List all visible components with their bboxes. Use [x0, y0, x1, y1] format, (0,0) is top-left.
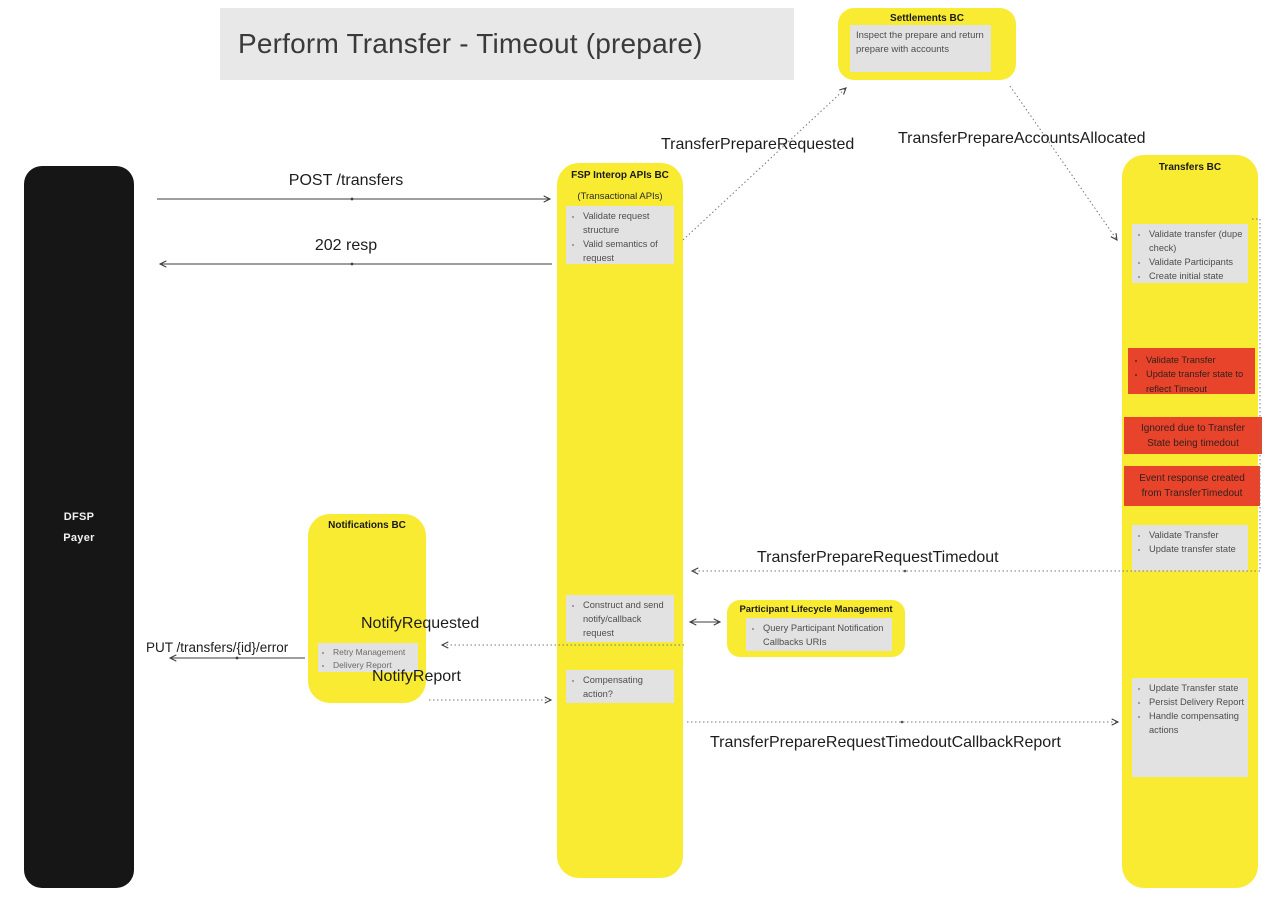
- note-item: Create initial state: [1149, 270, 1245, 284]
- settlements-bc: Settlements BC Inspect the prepare and r…: [838, 8, 1016, 80]
- msg-transfer-prepare-requested: TransferPrepareRequested: [661, 136, 855, 153]
- note-item: Query Participant Notification Callbacks…: [763, 622, 889, 650]
- actor-dfsp-payer: DFSP Payer: [24, 166, 134, 888]
- msg-notify-report: NotifyReport: [372, 668, 461, 685]
- callback-report-waypoint: [900, 720, 904, 724]
- note-item: Retry Management: [333, 646, 416, 659]
- diagram-title-box: Perform Transfer - Timeout (prepare): [220, 8, 794, 80]
- note-item: Handle compensating actions: [1149, 710, 1245, 738]
- transfer-prepare-accounts-allocated-arrow: [1009, 85, 1118, 241]
- msg-put-transfers-error: PUT /transfers/{id}/error: [146, 640, 289, 655]
- participant-lifecycle-title: Participant Lifecycle Management: [739, 604, 893, 615]
- note-item: Construct and send notify/callback reque…: [583, 599, 671, 641]
- diagram-title: Perform Transfer - Timeout (prepare): [238, 28, 703, 59]
- participant-lifecycle-bc: Participant Lifecycle Management Query P…: [727, 600, 905, 657]
- transfers-bc: Transfers BC Validate transfer (dupe che…: [1122, 155, 1262, 888]
- post-transfers-waypoint: [350, 197, 354, 201]
- notifications-note: Retry ManagementDelivery Report: [318, 643, 418, 672]
- transfers-event-note: Event response created from TransferTime…: [1124, 466, 1260, 506]
- note-item: Persist Delivery Report: [1149, 696, 1245, 710]
- fsp-validate-note: Validate request structureValid semantic…: [566, 206, 674, 264]
- note-item: Delivery Report: [333, 659, 416, 672]
- transfers-ignored-note: Ignored due to Transfer State being time…: [1124, 417, 1262, 454]
- fsp-compensating-note: Compensating action?: [566, 670, 674, 703]
- note-item: Validate request structure: [583, 210, 671, 238]
- dfsp-label: DFSP: [63, 511, 95, 523]
- msg-202-resp: 202 resp: [314, 237, 378, 254]
- note-item: Validate transfer (dupe check): [1149, 228, 1245, 256]
- put-error-waypoint: [235, 656, 239, 660]
- note-item: Compensating action?: [583, 674, 671, 702]
- timedout-waypoint: [903, 569, 907, 573]
- note-item: Update transfer state to reflect Timeout: [1146, 367, 1252, 396]
- msg-post-transfers: POST /transfers: [288, 172, 404, 189]
- transfers-timeout-note: Validate TransferUpdate transfer state t…: [1128, 348, 1255, 394]
- transfers-report-note: Update Transfer statePersist Delivery Re…: [1132, 678, 1248, 777]
- settlements-bc-title: Settlements BC: [890, 13, 964, 24]
- msg-transfer-prepare-accounts-allocated: TransferPrepareAccountsAllocated: [898, 130, 1146, 147]
- transfers-update-note: Validate TransferUpdate transfer state: [1132, 525, 1248, 571]
- note-item: Validate Transfer: [1149, 529, 1245, 543]
- note-item: Update transfer state: [1149, 543, 1245, 557]
- fsp-interop-apis-bc: FSP Interop APIs BC (Transactional APIs)…: [557, 163, 683, 878]
- notifications-bc-title: Notifications BC: [328, 520, 406, 531]
- notifications-bc: Notifications BC Retry ManagementDeliver…: [308, 514, 426, 703]
- transfer-prepare-requested-arrow: [682, 87, 847, 241]
- msg-transfer-prepare-request-timedout: TransferPrepareRequestTimedout: [757, 549, 999, 566]
- msg-notify-requested: NotifyRequested: [361, 615, 480, 632]
- transfers-validate-note: Validate transfer (dupe check)Validate P…: [1132, 224, 1248, 283]
- fsp-construct-note: Construct and send notify/callback reque…: [566, 595, 674, 642]
- msg-timedout-callback-report: TransferPrepareRequestTimedoutCallbackRe…: [710, 734, 1061, 751]
- note-item: Valid semantics of request: [583, 238, 671, 266]
- transfers-bc-title: Transfers BC: [1158, 162, 1222, 173]
- fsp-interop-subtitle: (Transactional APIs): [577, 191, 663, 202]
- participant-note: Query Participant Notification Callbacks…: [746, 618, 892, 651]
- note-item: Update Transfer state: [1149, 682, 1245, 696]
- note-item: Validate Participants: [1149, 256, 1245, 270]
- fsp-interop-title: FSP Interop APIs BC: [571, 170, 669, 181]
- note-item: Validate Transfer: [1146, 353, 1252, 367]
- resp-202-waypoint: [350, 262, 354, 266]
- payer-label: Payer: [63, 532, 95, 544]
- settlements-note: Inspect the prepare and return prepare w…: [850, 25, 991, 72]
